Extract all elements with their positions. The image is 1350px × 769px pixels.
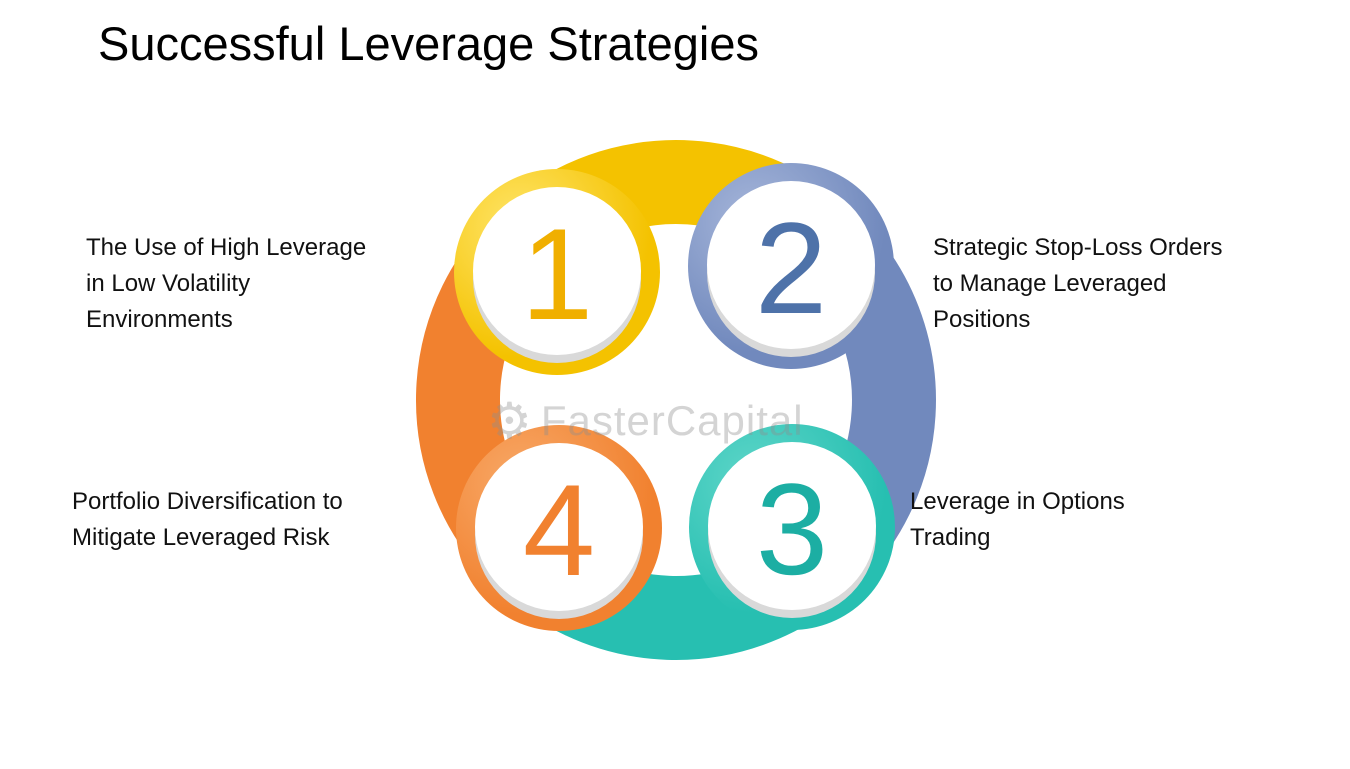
- label-item-2: Strategic Stop-Loss Orders to Manage Lev…: [933, 234, 1223, 333]
- label-item-4: Portfolio Diversification to Mitigate Le…: [72, 488, 343, 551]
- watermark: ⚙ FasterCapital: [487, 396, 804, 446]
- segment-4: 4: [456, 425, 662, 631]
- segment-2: 2: [688, 163, 894, 369]
- gear-icon: ⚙: [487, 393, 533, 449]
- segment-1: 1: [454, 169, 660, 375]
- label-item-3: Leverage in Options Trading: [910, 488, 1125, 551]
- disc-1: [473, 187, 641, 355]
- number-3: 3: [756, 456, 828, 602]
- disc-2: [707, 181, 875, 349]
- page-title: Successful Leverage Strategies: [98, 17, 759, 70]
- number-4: 4: [523, 457, 595, 603]
- number-1: 1: [521, 201, 593, 347]
- disc-4: [475, 443, 643, 611]
- watermark-text: FasterCapital: [540, 397, 804, 444]
- label-item-1: The Use of High Leverage in Low Volatili…: [86, 234, 367, 333]
- number-2: 2: [755, 195, 827, 341]
- segment-3: 3: [689, 424, 895, 630]
- disc-3: [708, 442, 876, 610]
